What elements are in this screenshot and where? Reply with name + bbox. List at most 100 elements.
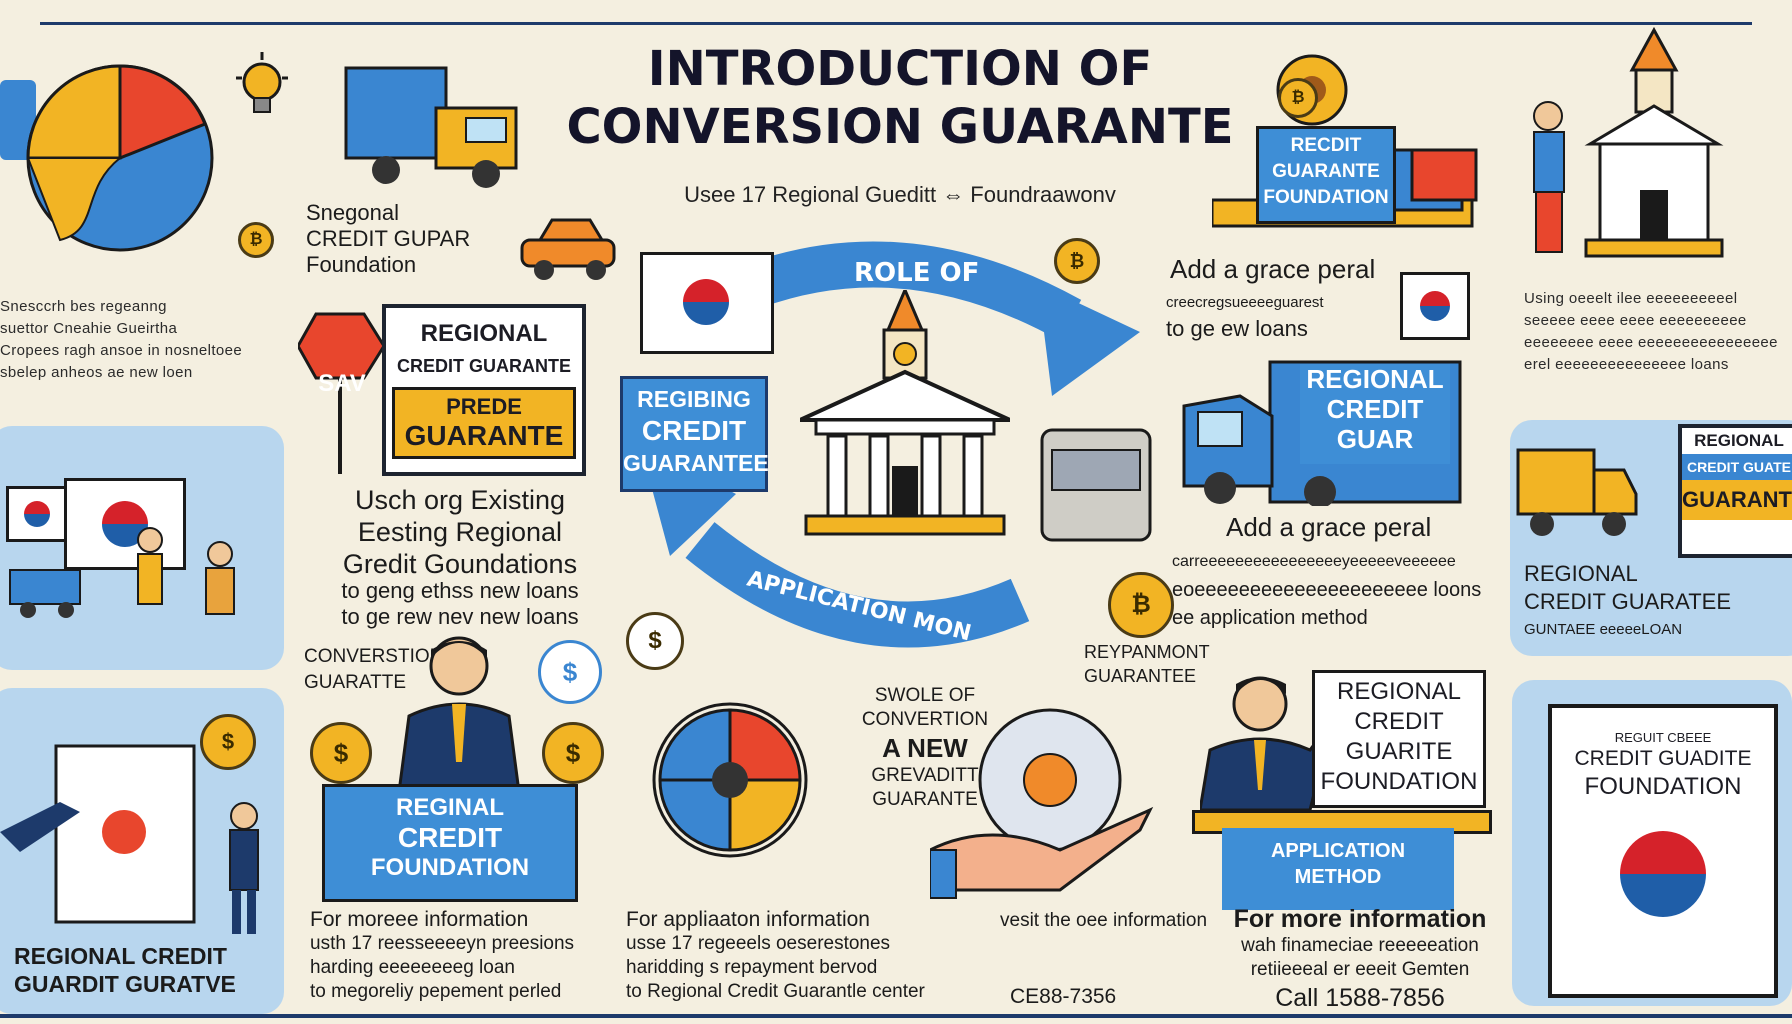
conversion-label: CONVERSTION GUARATTE <box>304 644 443 696</box>
repayment-line-1: REYPANMONT <box>1084 642 1210 662</box>
bank-building-person-icon <box>1533 26 1724 258</box>
taegeuk-symbol <box>1420 291 1450 321</box>
document-handshake-icon <box>0 744 196 924</box>
right-fuzzy-line-1: Using oeeelt ilee eeeeeeeeeel <box>1524 290 1738 307</box>
loans-line-2: to ge rew nev new loans <box>341 604 579 629</box>
right-sign-line-2: CREDIT GUATE <box>1682 454 1792 480</box>
lightbulb-icon <box>236 52 288 113</box>
center-sign-line-3: GUARANTEE <box>623 450 769 476</box>
board-line-3: GUARITE <box>1345 738 1453 765</box>
poster-line-1: REGUIT CBEEE <box>1614 730 1712 745</box>
dollar-coin-icon: $ <box>626 612 684 670</box>
grace-sub-line-1: creecregsueeeeguarest <box>1166 294 1324 311</box>
center-right-footer-line-4: Call 1588-7856 <box>1275 984 1445 1012</box>
building-sign-line-1: RECDIT <box>1290 135 1362 156</box>
center-footer-line-2: usse 17 regeeels oeserestones <box>626 933 891 954</box>
poster-line-3: FOUNDATION <box>1584 773 1742 800</box>
building-sign-line-3: FOUNDATION <box>1263 187 1389 208</box>
regional-credit-foundation-sign: REGINAL CREDIT FOUNDATION <box>322 784 578 902</box>
truck-sign-line-2: CREDIT <box>1326 394 1424 424</box>
dollar-coin-icon: $ <box>538 640 602 704</box>
truck-icon <box>9 569 81 618</box>
new-loans-text: to geng ethss new loans to ge rew nev ne… <box>300 578 620 630</box>
conversion-label-line-2: GUARATTE <box>304 672 407 693</box>
right-sign-line-3: GUARANTE <box>1682 480 1792 520</box>
right-regional-line-2: CREDIT GUARATEE <box>1524 589 1731 614</box>
foundation-label: Snegonal CREDIT GUPAR Foundation <box>306 200 506 278</box>
signboard-line-3: PREDE <box>446 394 522 419</box>
poster-line-2: CREDIT GUADITE <box>1574 747 1752 770</box>
center-left-footer-line-2: usth 17 reesseeeeyn preesions <box>310 933 575 954</box>
application-method-sign: APPLICATION METHOD <box>1222 828 1454 910</box>
center-right-footer-line-3: retiieeeal er eeeit Gemten <box>1250 959 1470 980</box>
repayment-line-2: GUARANTEE <box>1084 666 1197 686</box>
regional-credit-signboard: REGIONAL CREDIT GUARANTE PREDE GUARANTE <box>382 304 586 476</box>
foundation-building-sign: RECDIT GUARANTE FOUNDATION <box>1256 126 1396 224</box>
grace-sub-line-2: to ge ew loans <box>1166 316 1308 341</box>
board-line-1: REGIONAL <box>1336 678 1462 705</box>
left-fuzzy-line-1: Snesccrh bes regeanng <box>0 298 167 315</box>
right-regional-text: REGIONAL CREDIT GUARATEE GUNTAEE eeeeeLO… <box>1524 560 1792 644</box>
presenter-figure-icon <box>1200 676 1342 812</box>
center-sign-line-2: CREDIT <box>641 415 747 446</box>
signboard-line-4: GUARANTE <box>404 420 564 451</box>
dollar-coin-icon: $ <box>542 722 604 784</box>
center-footer: For appliaaton information usse 17 regee… <box>626 908 1166 1004</box>
yellow-truck-icon <box>1516 448 1638 536</box>
hand-holding-globe-icon <box>930 708 1154 899</box>
grace-sub2-line-3: ee application method <box>1172 607 1368 629</box>
framed-foundation-poster: REGUIT CBEEE CREDIT GUADITE FOUNDATION <box>1548 704 1778 998</box>
right-fuzzy-line-3: eeeeeeee eeee eeeeeeeeeeeeeeee <box>1524 334 1778 351</box>
blue-sign-line-2: CREDIT <box>397 822 503 853</box>
swole-line-2: CONVERTION <box>861 709 989 730</box>
right-fuzzy-text: Using oeeelt ilee eeeeeeeeeel seeeee eee… <box>1524 288 1792 376</box>
taegeuk-symbol <box>683 279 729 325</box>
swole-line-5: GUARANTE <box>872 789 978 810</box>
conversion-label-line-1: CONVERSTION <box>304 646 444 667</box>
grace-period-heading-2: Add a grace peral <box>1226 512 1432 542</box>
dollar-coin-icon: $ <box>310 722 372 784</box>
app-sign-line-2: METHOD <box>1294 866 1382 888</box>
left-fuzzy-line-4: sbelep anheos ae new loen <box>0 364 193 381</box>
visit-text: vesit the oee information <box>1000 910 1208 931</box>
sav-sign-label: SAV <box>318 370 366 397</box>
board-line-2: CREDIT <box>1354 708 1444 735</box>
truck-sign-line-1: REGIONAL <box>1306 364 1444 394</box>
korean-flag-small <box>6 486 68 542</box>
grace-sub2-line-2: eoeeeeeeeeeeeeeeeeeeeee loons <box>1172 579 1482 601</box>
car-icon <box>520 218 616 280</box>
taegeuk-symbol <box>1620 831 1706 917</box>
worker-figures-icon <box>137 527 235 615</box>
taegeuk-symbol <box>24 501 50 527</box>
truck-sign: REGIONAL CREDIT GUAR <box>1300 364 1450 464</box>
existing-foundations-text: Usch org Existing Eesting Regional Gredi… <box>300 484 620 580</box>
title-line-1: INTRODUCTION OF <box>647 41 1153 97</box>
foundation-board: REGIONAL CREDIT GUARITE FOUNDATION <box>1312 670 1486 808</box>
swole-conversion-text: SWOLE OF CONVERTION A NEW GREVADITT GUAR… <box>830 684 1020 812</box>
swole-line-3: A NEW <box>882 733 968 763</box>
right-regional-line-1: REGIONAL <box>1524 561 1638 586</box>
left-fuzzy-line-3: Cropees ragh ansoe in nosneltoee <box>0 342 243 359</box>
regional-credit-sign-center: REGIBING CREDIT GUARANTEE <box>620 376 769 492</box>
left-bottom-label-line-1: REGIONAL CREDIT <box>14 943 227 969</box>
signboard-line-2: CREDIT GUARANTE <box>397 356 571 376</box>
left-fuzzy-text: Snesccrh bes regeanng suettor Cneahie Gu… <box>0 296 270 384</box>
korean-flag <box>1400 272 1470 340</box>
korean-flag <box>640 252 774 354</box>
machine-illustration <box>1040 428 1152 542</box>
korean-flag <box>64 478 186 570</box>
delivery-truck-icon <box>344 66 518 188</box>
center-right-footer-line-2: wah finameciae reeeeeation <box>1241 935 1479 956</box>
center-footer-line-3: haridding s repayment bervod <box>626 957 878 978</box>
coin-icon: ₿ <box>1278 78 1318 118</box>
center-left-footer-line-3: harding eeeeeeeeg loan <box>310 957 515 978</box>
left-bottom-label-line-2: GUARDIT GURATVE <box>14 971 236 997</box>
existing-line-1: Usch org Existing <box>354 485 566 515</box>
center-left-footer: For moreee information usth 17 reesseeee… <box>310 908 630 1004</box>
right-sign-line-1: REGIONAL <box>1694 431 1784 450</box>
existing-line-3: Gredit Goundations <box>342 549 578 579</box>
role-of-label: ROLE OF <box>854 258 980 288</box>
truck-sign-line-3: GUAR <box>1336 424 1414 454</box>
repayment-label: REYPANMONT GUARANTEE <box>1084 640 1244 688</box>
subtitle: Usee 17 Regional Gueditt ⇔ Foundraawonv <box>684 182 1116 207</box>
